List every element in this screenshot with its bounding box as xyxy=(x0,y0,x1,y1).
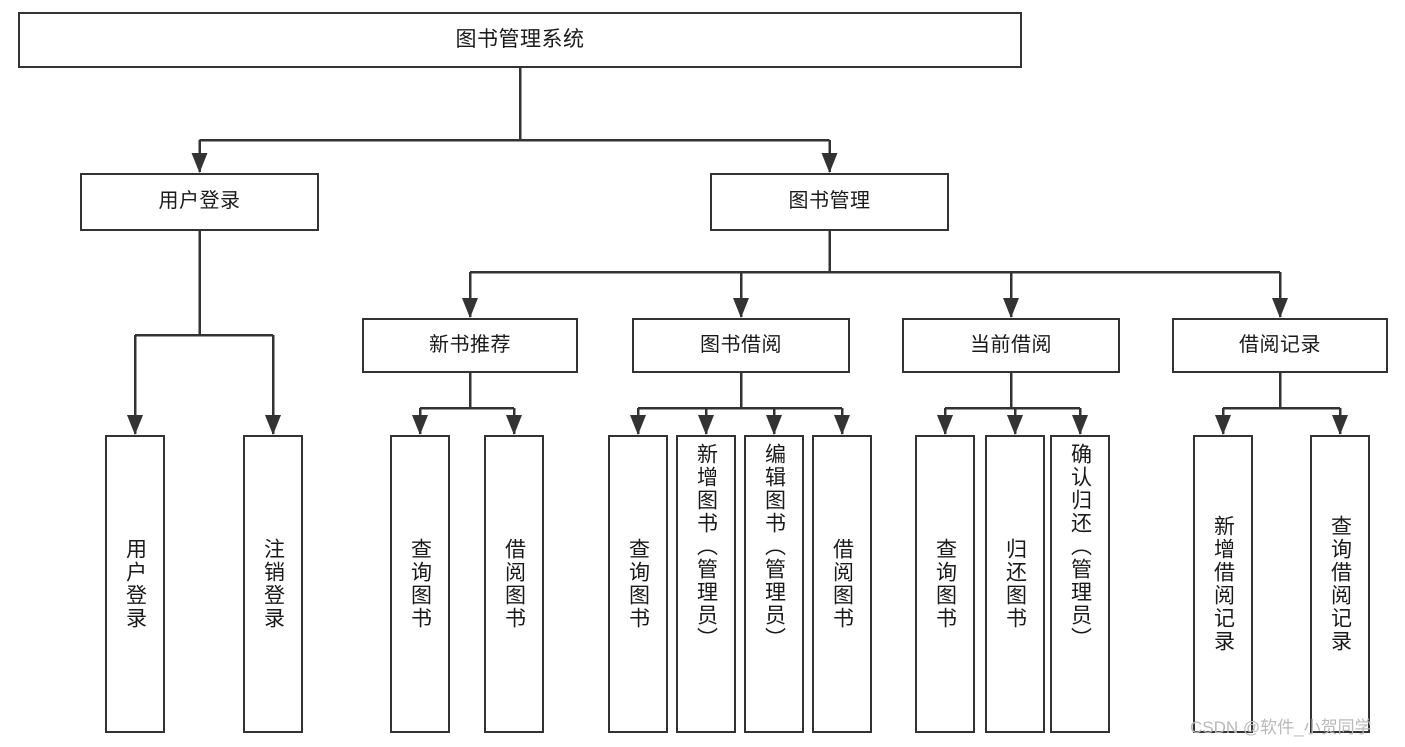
node-label: 新增图书（管理员） xyxy=(694,443,718,650)
node-label: 借阅图书 xyxy=(830,538,854,630)
node-label: 图书借阅 xyxy=(700,333,782,356)
node-label: 用户登录 xyxy=(123,538,147,630)
node-l-b1[interactable]: 借阅图书 xyxy=(484,435,544,733)
node-label: 新增借阅记录 xyxy=(1211,515,1235,653)
node-l-qrec[interactable]: 查询借阅记录 xyxy=(1310,435,1370,733)
node-l-add[interactable]: 新增图书（管理员） xyxy=(676,435,736,733)
node-current[interactable]: 当前借阅 xyxy=(902,318,1120,373)
node-label: 查询图书 xyxy=(408,538,432,630)
node-l-q1[interactable]: 查询图书 xyxy=(390,435,450,733)
node-borrow[interactable]: 图书借阅 xyxy=(632,318,850,373)
node-label: 图书管理系统 xyxy=(455,27,585,51)
node-label: 用户登录 xyxy=(158,190,241,213)
node-label: 借阅记录 xyxy=(1239,333,1321,356)
node-label: 查询图书 xyxy=(626,538,650,630)
node-label: 查询图书 xyxy=(933,538,957,630)
node-l-q2[interactable]: 查询图书 xyxy=(608,435,668,733)
node-records[interactable]: 借阅记录 xyxy=(1172,318,1388,373)
node-l-addrec[interactable]: 新增借阅记录 xyxy=(1193,435,1253,733)
node-newbook[interactable]: 新书推荐 xyxy=(362,318,578,373)
node-label: 注销登录 xyxy=(261,538,285,630)
node-bookmgmt[interactable]: 图书管理 xyxy=(710,173,949,231)
node-login[interactable]: 用户登录 xyxy=(80,173,319,231)
node-l-q3[interactable]: 查询图书 xyxy=(915,435,975,733)
node-l-edit[interactable]: 编辑图书（管理员） xyxy=(744,435,804,733)
node-label: 新书推荐 xyxy=(429,333,511,356)
node-l-confirm[interactable]: 确认归还（管理员） xyxy=(1050,435,1110,733)
node-l-return[interactable]: 归还图书 xyxy=(985,435,1045,733)
node-l-logout[interactable]: 注销登录 xyxy=(243,435,303,733)
node-label: 查询借阅记录 xyxy=(1328,515,1352,653)
node-label: 编辑图书（管理员） xyxy=(762,443,786,650)
node-label: 确认归还（管理员） xyxy=(1068,443,1092,650)
node-label: 当前借阅 xyxy=(970,333,1052,356)
node-l-b2[interactable]: 借阅图书 xyxy=(812,435,872,733)
node-label: 图书管理 xyxy=(788,190,871,213)
node-label: 归还图书 xyxy=(1003,538,1027,630)
node-l-login[interactable]: 用户登录 xyxy=(105,435,165,733)
node-label: 借阅图书 xyxy=(502,538,526,630)
node-root[interactable]: 图书管理系统 xyxy=(18,12,1022,68)
watermark-text: CSDN @软件_小贺同学 xyxy=(1190,718,1372,737)
